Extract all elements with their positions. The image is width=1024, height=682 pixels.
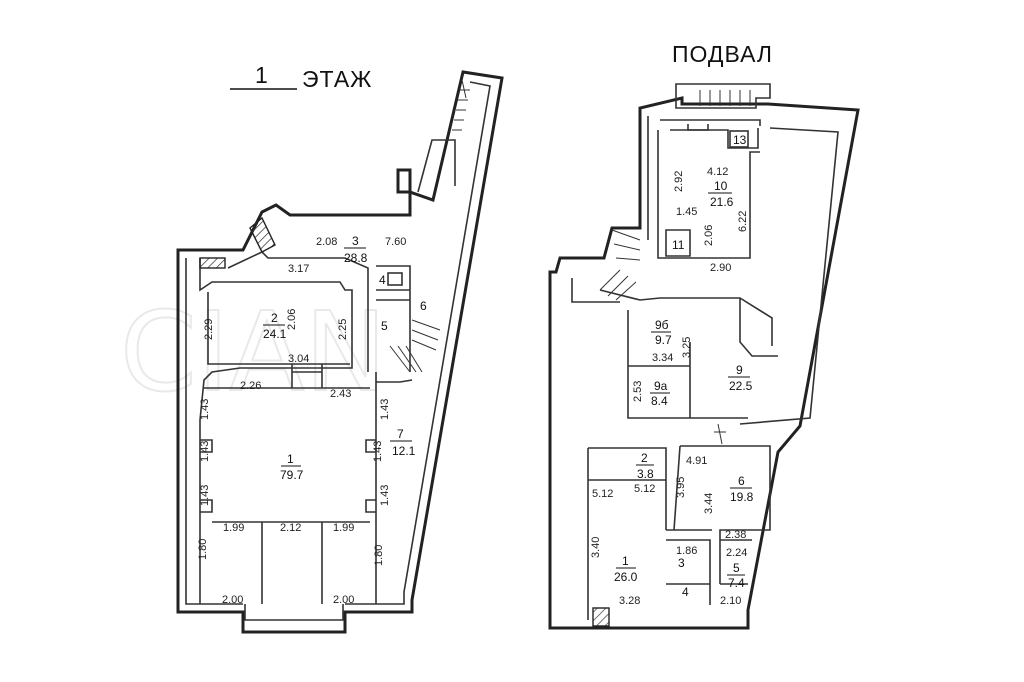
b-dim: 4.12	[707, 166, 728, 178]
floor1-title: 1 ЭТАЖ	[230, 62, 372, 92]
b-dim: 4.91	[686, 455, 707, 467]
b-dim: 1.45	[676, 206, 697, 218]
b-room-10-number: 10	[714, 179, 728, 193]
f1-room-2-area: 24.1	[263, 327, 287, 341]
b-dim: 3.40	[590, 537, 602, 558]
f1-dim: 3.04	[288, 353, 309, 365]
watermark-text: CIAN	[120, 288, 387, 416]
b-dim: 3.28	[619, 595, 640, 607]
f1-dim: 2.43	[330, 388, 351, 400]
b-room-13-number: 13	[733, 133, 747, 147]
floor1-dimensions: 2.08 7.60 3.17 2.29 2.06 2.25 3.04 2.26 …	[197, 236, 406, 606]
b-dim: 6.22	[737, 211, 749, 232]
b-room-9a-area: 8.4	[651, 394, 668, 408]
f1-dim: 2.29	[203, 319, 215, 340]
floor1-stairs	[389, 79, 470, 373]
basement-plan	[548, 83, 860, 630]
b-dim: 3.95	[675, 477, 687, 498]
b-dim: 3.44	[703, 493, 715, 514]
f1-room-3-area: 28.8	[344, 251, 368, 265]
basement-title: ПОДВАЛ	[672, 41, 773, 67]
f1-dim: 2.08	[316, 236, 337, 248]
f1-dim: 3.17	[288, 263, 309, 275]
b-room-1-area: 26.0	[614, 570, 638, 584]
f1-dim: 1.43	[199, 485, 211, 506]
b-dim: 1.86	[676, 545, 697, 557]
b-dim: 2.90	[710, 262, 731, 274]
f1-room-7-number: 7	[397, 427, 404, 441]
f1-dim: 1.43	[379, 399, 391, 420]
b-dim: 5.12	[592, 488, 613, 500]
f1-room-1-number: 1	[287, 452, 294, 466]
basement-room-labels: 1 26.0 2 3.8 3 4 5 7.4 6 19.8 9 22.5 9а …	[614, 133, 754, 599]
b-room-2-number: 2	[641, 451, 648, 465]
b-room-11-number: 11	[672, 238, 685, 252]
floor1-title-word: ЭТАЖ	[302, 66, 372, 92]
b-dim: 5.12	[634, 483, 655, 495]
f1-dim: 2.06	[286, 309, 298, 330]
f1-room-7-area: 12.1	[392, 444, 416, 458]
b-room-1-number: 1	[622, 554, 629, 568]
b-dim: 2.06	[703, 225, 715, 246]
f1-dim: 7.60	[385, 236, 406, 248]
b-room-2-area: 3.8	[637, 467, 654, 481]
b-dim: 2.10	[720, 595, 741, 607]
f1-dim: 2.26	[240, 380, 261, 392]
b-room-6-number: 6	[738, 474, 745, 488]
f1-dim: 1.43	[372, 441, 384, 462]
b-room-9-number: 9	[736, 363, 743, 377]
b-dim: 3.34	[652, 352, 673, 364]
b-room-9b-area: 9.7	[655, 333, 672, 347]
f1-room-6-number: 6	[420, 299, 427, 313]
b-room-5-area: 7.4	[728, 576, 745, 590]
b-room-9-area: 22.5	[729, 379, 753, 393]
b-dim: 2.38	[725, 529, 746, 541]
b-room-9a-number: 9а	[654, 379, 668, 393]
b-room-9b-number: 9б	[655, 318, 669, 332]
b-dim: 2.53	[632, 381, 644, 402]
f1-room-1-area: 79.7	[280, 468, 304, 482]
basement-stairs	[599, 90, 751, 445]
b-dim: 2.24	[726, 547, 747, 559]
floor1-plan	[176, 70, 504, 634]
f1-dim: 1.80	[197, 539, 209, 560]
f1-dim: 1.43	[379, 485, 391, 506]
b-room-10-area: 21.6	[710, 195, 734, 209]
b-room-5-number: 5	[733, 561, 740, 575]
f1-dim: 1.80	[373, 545, 385, 566]
floor1-room-labels: 1 79.7 2 24.1 3 28.8 4 5 6 7 12.1	[263, 234, 427, 482]
basement-dimensions: 4.12 2.92 1.45 2.06 6.22 2.90 3.25 3.34 …	[590, 166, 749, 607]
b-dim: 3.25	[681, 337, 693, 358]
b-room-4-number: 4	[682, 585, 689, 599]
f1-dim: 1.99	[333, 522, 354, 534]
f1-dim: 2.25	[337, 319, 349, 340]
b-room-6-area: 19.8	[730, 490, 754, 504]
f1-room-5-number: 5	[381, 319, 388, 333]
floor1-title-number: 1	[255, 62, 269, 88]
f1-dim: 1.99	[223, 522, 244, 534]
f1-dim: 1.43	[199, 441, 211, 462]
f1-room-4-number: 4	[379, 273, 386, 287]
f1-room-2-number: 2	[271, 311, 278, 325]
b-dim: 2.92	[673, 171, 685, 192]
f1-dim: 2.12	[280, 522, 301, 534]
b-room-3-number: 3	[678, 556, 685, 570]
f1-room-3-number: 3	[352, 234, 359, 248]
f1-dim: 2.00	[333, 594, 354, 606]
f1-dim: 1.43	[199, 399, 211, 420]
f1-dim: 2.00	[222, 594, 243, 606]
